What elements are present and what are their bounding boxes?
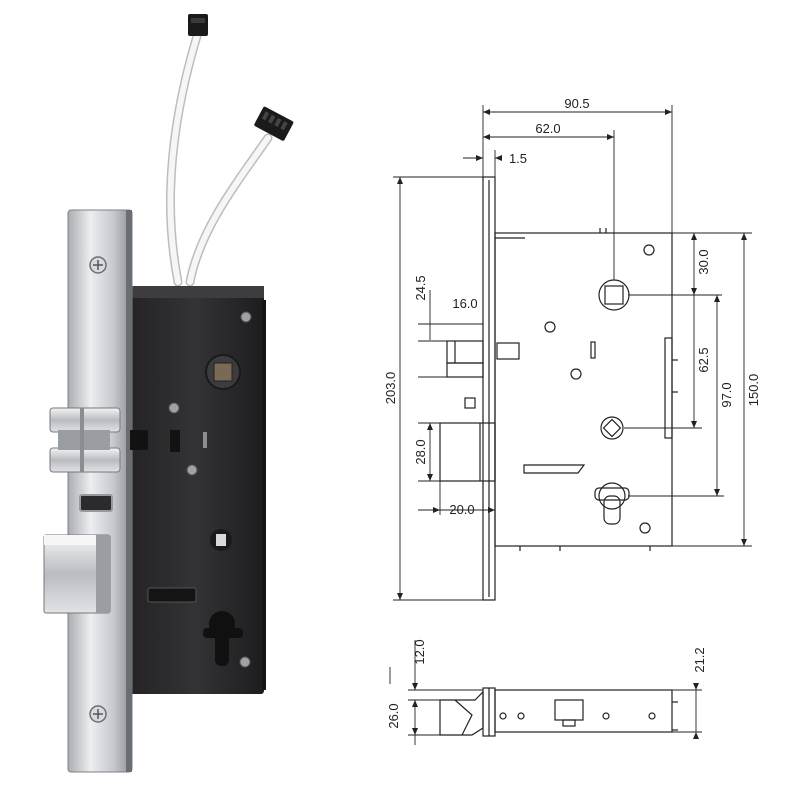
- dim-case-width: 21.2: [692, 647, 707, 672]
- dim-backset: 62.0: [535, 121, 560, 136]
- dim-spindle-to-hole: 62.5: [696, 347, 711, 372]
- dim-faceplate-width: 12.0: [412, 639, 427, 664]
- wire-connector-top: [188, 14, 208, 36]
- wire-connector-right: [254, 106, 294, 141]
- faceplate-screw-top-icon: [89, 256, 107, 274]
- faceplate: [67, 209, 133, 773]
- case-screw-icon: [239, 656, 251, 668]
- front-view-drawing: [439, 176, 678, 601]
- latch-bolt: [49, 407, 121, 473]
- front-view-dimension-lines: [393, 105, 752, 601]
- drawing-case: [494, 232, 673, 547]
- dim-latch-offset: 24.5: [413, 275, 428, 300]
- dim-top-to-spindle: 30.0: [696, 249, 711, 274]
- dim-overall-depth: 90.5: [564, 96, 589, 111]
- bottom-view-dimension-lines: [389, 640, 702, 745]
- case-screw-icon: [186, 464, 198, 476]
- dim-faceplate-height: 203.0: [383, 372, 398, 405]
- guide-slot: [147, 587, 197, 603]
- dim-bolt-height: 28.0: [413, 439, 428, 464]
- cylinder-hole: [203, 611, 243, 666]
- bottom-view-arrows: [412, 683, 699, 739]
- case-screw-icon: [240, 311, 252, 323]
- case-screw-icon: [168, 402, 180, 414]
- lock-photo: [43, 14, 294, 773]
- deadbolt: [43, 534, 111, 614]
- spindle-hub: [205, 354, 241, 390]
- dim-case-height: 150.0: [746, 374, 761, 407]
- faceplate-screw-bottom-icon: [89, 705, 107, 723]
- case-slot: [203, 432, 207, 448]
- lock-case: [127, 286, 264, 694]
- dim-bolt-throw: 20.0: [449, 502, 474, 517]
- front-view-arrows: [397, 109, 747, 600]
- guard-latch: [79, 494, 113, 512]
- dim-spindle-to-cylinder: 97.0: [719, 382, 734, 407]
- drawing-bottom-latch: [439, 690, 484, 736]
- dim-latch-height: 16.0: [452, 296, 477, 311]
- dim-faceplate-thickness: 1.5: [509, 151, 527, 166]
- thumbturn-hub: [210, 529, 232, 551]
- dim-bolt-width: 26.0: [386, 703, 401, 728]
- bottom-view-drawing: [439, 687, 678, 737]
